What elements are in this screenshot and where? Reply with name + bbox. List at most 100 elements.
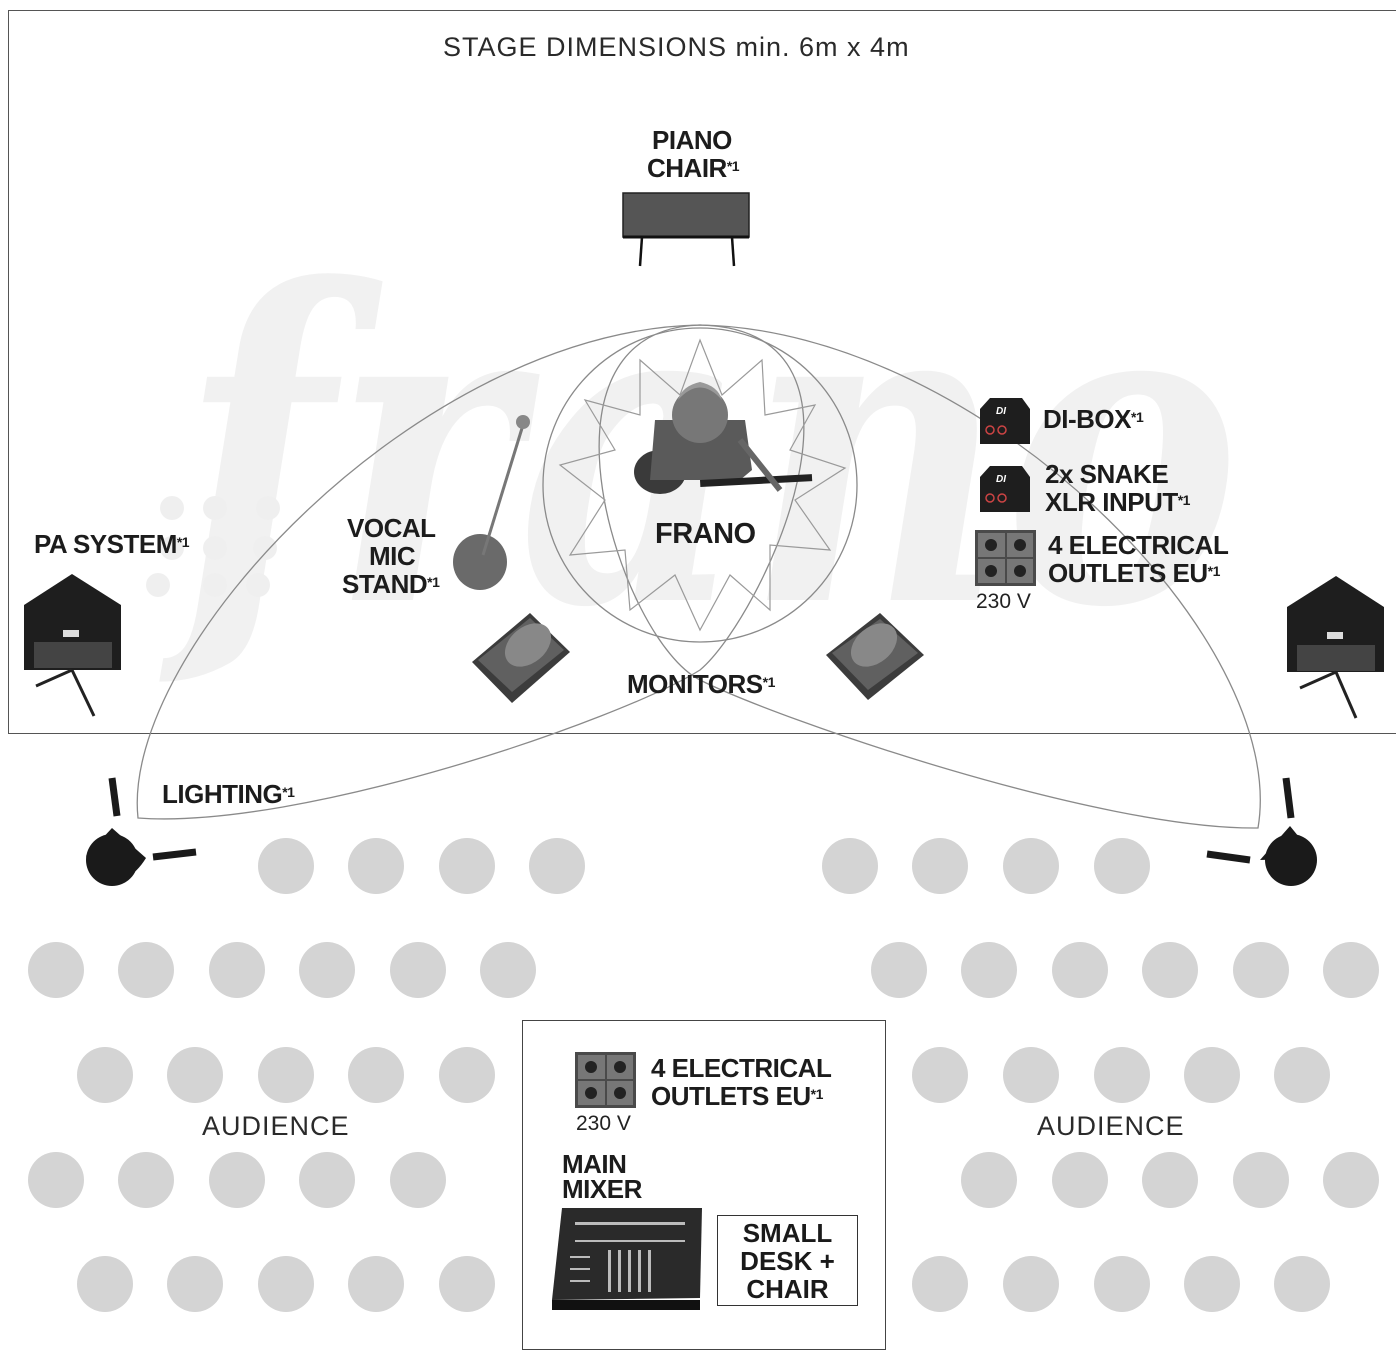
audience-seat [1142, 1152, 1198, 1208]
audience-seat [1052, 942, 1108, 998]
audience-seat [77, 1256, 133, 1312]
pa-speaker-right [1287, 576, 1384, 719]
audience-seat [167, 1256, 223, 1312]
monitors-label: MONITORS*1 [627, 669, 775, 699]
light-fixture-right [1206, 777, 1317, 886]
vocal-label-line3: STAND*1 [342, 569, 440, 599]
audience-seat [1003, 838, 1059, 894]
stage-outlets-label-line1: 4 ELECTRICAL [1048, 530, 1229, 560]
audience-seat [390, 942, 446, 998]
spotlight-star [558, 338, 847, 632]
stage-area [8, 10, 1396, 734]
main-mixer-label-line1: MAIN [562, 1149, 627, 1179]
piano [622, 192, 750, 267]
snake-label-line1: 2x SNAKE [1045, 459, 1169, 489]
audience-seat [258, 838, 314, 894]
audience-seat [209, 942, 265, 998]
monitor-left [472, 613, 570, 703]
audience-seat [480, 942, 536, 998]
pa-system-label: PA SYSTEM*1 [34, 529, 190, 559]
desk-label-line1: SMALL [742, 1218, 833, 1248]
audience-seat [1184, 1256, 1240, 1312]
audience-seat [1233, 942, 1289, 998]
lighting-beam-left [136, 324, 805, 820]
audience-seat [1003, 1256, 1059, 1312]
audience-seat [348, 1047, 404, 1103]
audience-seat [1184, 1047, 1240, 1103]
light-fixture-left [86, 777, 197, 886]
audience-seat [961, 942, 1017, 998]
audience-seat [28, 942, 84, 998]
foh-voltage-label: 230 V [576, 1112, 631, 1135]
desk-label-line2: DESK + [740, 1246, 835, 1276]
mic-stand [453, 415, 530, 590]
audience-seat [348, 838, 404, 894]
vocal-label-line1: VOCAL [347, 513, 436, 543]
audience-seat [258, 1047, 314, 1103]
audience-seat [1094, 838, 1150, 894]
audience-seat [299, 942, 355, 998]
foh-outlets-label-line2: OUTLETS EU*1 [651, 1081, 823, 1111]
svg-text:DI: DI [996, 474, 1006, 485]
power-outlets-foh [575, 1052, 636, 1108]
audience-seat [912, 1256, 968, 1312]
audience-seat [1052, 1152, 1108, 1208]
audience-seat [912, 1047, 968, 1103]
stage-dimensions-title: STAGE DIMENSIONS min. 6m x 4m [443, 32, 910, 62]
audience-seat [1094, 1256, 1150, 1312]
di-box-device: DI [980, 398, 1030, 444]
audience-seat [209, 1152, 265, 1208]
audience-seat [77, 1047, 133, 1103]
audience-seat [1233, 1152, 1289, 1208]
audience-seat [1274, 1047, 1330, 1103]
stage-outlets-label-line2: OUTLETS EU*1 [1048, 558, 1220, 588]
audience-seat [258, 1256, 314, 1312]
di-box-label: DI-BOX*1 [1043, 404, 1144, 434]
snake-box-device: DI [980, 466, 1030, 512]
monitor-right [826, 613, 924, 700]
audience-seat [439, 1256, 495, 1312]
pa-speaker-left [24, 574, 121, 717]
vocal-label-line2: MIC [369, 541, 416, 571]
mixing-console [552, 1208, 702, 1310]
audience-seat [961, 1152, 1017, 1208]
audience-seat [167, 1047, 223, 1103]
audience-label-left: AUDIENCE [202, 1111, 350, 1141]
performer-label: FRANO [655, 518, 756, 550]
snake-label-line2: XLR INPUT*1 [1045, 487, 1190, 517]
audience-seat [118, 942, 174, 998]
audience-seat [529, 838, 585, 894]
stage-voltage-label: 230 V [976, 590, 1031, 613]
audience-seats [28, 838, 1379, 1312]
lighting-beam-right [598, 324, 1261, 829]
svg-text:DI: DI [996, 406, 1006, 417]
audience-seat [299, 1152, 355, 1208]
desk-box: SMALL DESK + CHAIR [717, 1215, 858, 1306]
lighting-label: LIGHTING*1 [162, 779, 295, 809]
piano-chair-label: CHAIR*1 [647, 153, 740, 183]
audience-seat [1323, 1152, 1379, 1208]
audience-seat [822, 838, 878, 894]
audience-seat [390, 1152, 446, 1208]
audience-seat [1094, 1047, 1150, 1103]
audience-label-right: AUDIENCE [1037, 1111, 1185, 1141]
audience-seat [28, 1152, 84, 1208]
desk-label-line3: CHAIR [746, 1274, 829, 1304]
performer-circle [542, 327, 858, 643]
audience-seat [348, 1256, 404, 1312]
audience-seat [912, 838, 968, 894]
audience-seat [1274, 1256, 1330, 1312]
audience-seat [439, 838, 495, 894]
audience-seat [1142, 942, 1198, 998]
audience-seat [439, 1047, 495, 1103]
power-outlets-stage [975, 530, 1036, 586]
audience-seat [1323, 942, 1379, 998]
audience-seat [871, 942, 927, 998]
performer-figure [634, 382, 813, 494]
audience-seat [118, 1152, 174, 1208]
piano-label: PIANO [652, 125, 732, 155]
audience-seat [1003, 1047, 1059, 1103]
foh-outlets-label-line1: 4 ELECTRICAL [651, 1053, 832, 1083]
main-mixer-label-line2: MIXER [562, 1174, 642, 1204]
